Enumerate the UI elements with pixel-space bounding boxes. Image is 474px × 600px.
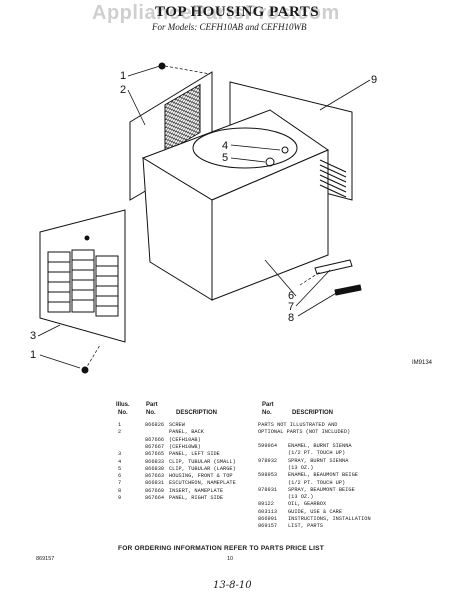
part-number: 867663 xyxy=(145,473,165,480)
col-no-2: No. xyxy=(146,410,156,416)
part-number: 599964 xyxy=(258,443,278,449)
callout-7: 7 xyxy=(288,301,294,313)
part-description: CLIP, TUBULAR (LARGE) xyxy=(169,465,236,472)
illus-number: 6 xyxy=(118,473,122,480)
watermark: AppliancePartsPros.com xyxy=(92,2,340,24)
part-description: PANEL, LEFT SIDE xyxy=(169,451,220,458)
part-number: 603113 xyxy=(258,508,278,515)
housing-top-opening xyxy=(192,127,298,169)
part-number: 89122 xyxy=(258,501,274,508)
part-number: 866826 xyxy=(145,422,165,428)
page-number: 10 xyxy=(227,556,234,562)
part-number: 866991 xyxy=(258,516,278,522)
part-number: 978932 xyxy=(258,457,278,464)
housing-left-face xyxy=(142,157,213,301)
part-description: (CEFH10AB) xyxy=(169,436,201,443)
col-part-1: Part xyxy=(146,402,158,408)
part-number: 866833 xyxy=(145,458,165,465)
nameplate-escutcheon xyxy=(314,259,353,275)
part-description: INSTRUCTIONS, INSTALLATION xyxy=(288,516,371,522)
left-panel-vents xyxy=(47,249,119,317)
part-number: 867664 xyxy=(145,495,165,501)
part-description: ESCUTCHEON, NAMEPLATE xyxy=(169,480,236,487)
callout-4: 4 xyxy=(222,140,228,152)
exploded-diagram: 1 2 4 5 9 3 1 6 7 8 IM9134 xyxy=(30,62,433,374)
part-number: 866830 xyxy=(145,465,165,472)
part-description: SPRAY, BURNT SIENNA xyxy=(288,457,349,464)
nameplate-insert xyxy=(334,284,362,296)
part-number: 978931 xyxy=(258,486,278,493)
part-description: (13 OZ.) xyxy=(288,464,314,471)
part-description: ENAMEL, BEAUMONT BEIGE xyxy=(288,472,358,479)
part-description: LIST, PARTS xyxy=(288,523,323,530)
part-description: (1/2 PT. TOUCH UP) xyxy=(288,479,346,486)
part-description: HOUSING, FRONT & TOP xyxy=(169,473,233,480)
doc-number: 869157 xyxy=(36,556,55,562)
callout-1-bottom: 1 xyxy=(30,349,36,361)
callout-2: 2 xyxy=(120,84,126,96)
col-desc-left: DESCRIPTION xyxy=(176,410,218,416)
part-description: (13 OZ.) xyxy=(288,494,314,501)
part-description: INSERT, NAMEPLATE xyxy=(169,487,224,494)
col-illus-1: Illus. xyxy=(116,402,130,408)
col-no-1: No. xyxy=(118,410,128,416)
illus-number: 4 xyxy=(118,458,122,465)
part-description: SPRAY, BEAUMONT BEIGE xyxy=(288,486,355,493)
part-number: 867669 xyxy=(145,487,165,494)
part-number: 866831 xyxy=(145,480,165,487)
part-description: PANEL, BACK xyxy=(169,429,204,436)
order-note: FOR ORDERING INFORMATION REFER TO PARTS … xyxy=(118,545,324,552)
illus-number: 1 xyxy=(118,422,122,428)
housing-vents xyxy=(319,159,347,198)
illus-number: 5 xyxy=(118,465,122,472)
part-description: SCREW xyxy=(169,422,185,428)
right-note-1: PARTS NOT ILLUSTRATED AND xyxy=(258,422,338,428)
page-title: TOP HOUSING PARTS xyxy=(155,4,320,20)
col-desc-right: DESCRIPTION xyxy=(292,410,334,416)
part-description: (CEFH10WB) xyxy=(169,443,201,450)
part-number: 867667 xyxy=(145,443,165,450)
part-description: (1/2 PT. TOUCH UP) xyxy=(288,450,346,457)
callout-5: 5 xyxy=(222,152,228,164)
illus-number: 9 xyxy=(118,495,122,501)
illus-number: 2 xyxy=(118,429,122,436)
illus-number: 8 xyxy=(118,487,122,494)
callout-9: 9 xyxy=(371,74,377,86)
part-description: CLIP, TUBULAR (SMALL) xyxy=(169,458,236,465)
part-description: ENAMEL, BURNT SIENNA xyxy=(288,443,352,449)
part-description: OIL, GEARBOX xyxy=(288,501,327,508)
part-number: 867666 xyxy=(145,436,165,443)
illus-number: 3 xyxy=(118,451,122,458)
part-number: 867665 xyxy=(145,451,165,458)
page-subtitle: For Models: CEFH10AB and CEFH10WB xyxy=(152,22,307,32)
clip-large xyxy=(265,157,275,167)
col-no-right: No. xyxy=(262,410,272,416)
right-note-2: OPTIONAL PARTS (NOT INCLUDED) xyxy=(258,429,351,435)
illus-number: 7 xyxy=(118,480,122,487)
handwritten-note: 13-8-10 xyxy=(213,580,252,591)
figure-id: IM9134 xyxy=(412,360,433,366)
part-number: 598953 xyxy=(258,472,278,479)
col-part-right: Part xyxy=(262,402,274,408)
left-side-panel xyxy=(39,209,126,343)
callout-6: 6 xyxy=(288,290,294,302)
callout-1-top: 1 xyxy=(120,70,126,82)
callout-8: 8 xyxy=(288,312,294,324)
part-number: 869157 xyxy=(258,523,278,530)
part-description: GUIDE, USE & CARE xyxy=(288,508,343,515)
part-description: PANEL, RIGHT SIDE xyxy=(169,495,224,501)
callout-3: 3 xyxy=(30,330,36,342)
clip-small xyxy=(281,146,289,154)
